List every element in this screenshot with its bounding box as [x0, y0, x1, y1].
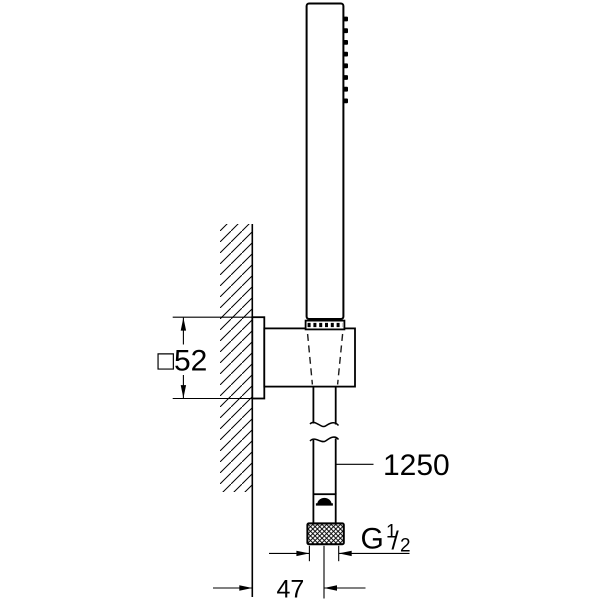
- dimension-wall-distance: 47: [213, 545, 366, 600]
- wall-hatching: [220, 224, 253, 492]
- hose-break-line-upper: [309, 421, 340, 428]
- thread-slash: /: [392, 526, 400, 556]
- hidden-hose-contour: [306, 333, 344, 385]
- label-mask: [151, 344, 211, 375]
- nozzle-dot: [343, 16, 348, 22]
- hose-break-line-lower: [309, 436, 340, 443]
- hose-upper-segment: [312, 386, 337, 425]
- nozzle-dot: [343, 86, 348, 92]
- hand-shower: [305, 2, 348, 320]
- hose-lower-segment: [312, 438, 337, 495]
- spray-nozzles: [343, 16, 348, 104]
- hidden-line-left: [306, 333, 314, 385]
- thread-numerator: 1: [386, 522, 397, 543]
- square-symbol: □: [156, 348, 176, 373]
- dimension-thread: G 1 / 2: [269, 522, 411, 562]
- dimension-value-52: 52: [174, 345, 207, 378]
- dimension-holder-square: □ 52: [151, 316, 262, 400]
- wall-holder: [251, 316, 356, 400]
- nozzle-dot: [343, 63, 348, 69]
- thread-letter: G: [361, 523, 384, 556]
- arrowhead-up: [180, 317, 187, 331]
- shower-hose: [306, 386, 345, 546]
- wall-section: [220, 224, 254, 597]
- nozzle-dot: [343, 28, 348, 34]
- knurled-nut: [306, 522, 345, 546]
- arrowhead-left: [324, 585, 337, 591]
- nozzle-dot: [343, 40, 348, 45]
- hidden-line-right: [336, 333, 344, 385]
- arrowhead-left: [338, 550, 352, 557]
- dimension-value-1250: 1250: [383, 449, 450, 482]
- hand-shower-body: [305, 2, 345, 320]
- arrowhead-right: [239, 585, 253, 591]
- nozzle-dot: [343, 75, 348, 80]
- arrowhead-right: [296, 550, 310, 557]
- handle-connector-band: [304, 319, 346, 331]
- thread-label: G 1 / 2: [361, 522, 411, 557]
- nozzle-dot: [343, 51, 348, 57]
- dimension-hose-length: 1250: [336, 449, 450, 482]
- thread-denominator: 2: [400, 536, 411, 557]
- dimension-value-47: 47: [277, 576, 305, 600]
- arrowhead-down: [180, 385, 187, 399]
- seal-dome: [317, 497, 332, 505]
- holder-wall-flange: [251, 316, 266, 400]
- nozzle-dot: [343, 98, 348, 104]
